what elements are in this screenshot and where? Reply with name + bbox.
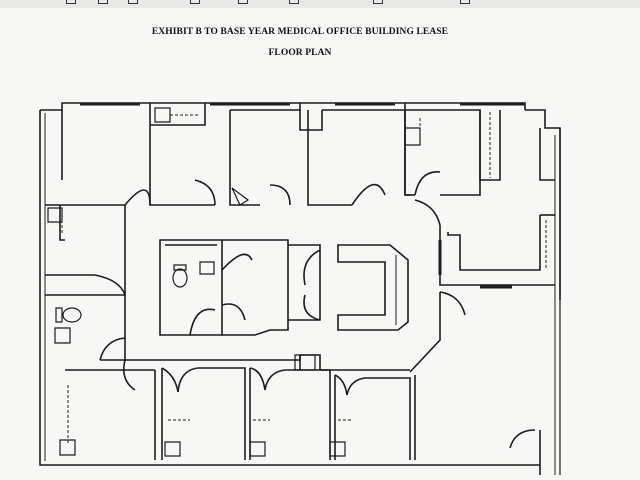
comment-icon[interactable] <box>238 0 248 4</box>
align-icon[interactable] <box>373 0 383 4</box>
document-page <box>0 8 640 480</box>
cursor-icon[interactable] <box>289 0 299 4</box>
text-icon[interactable] <box>98 0 108 4</box>
outer-wall-left-bottom <box>39 110 540 466</box>
format-icon[interactable] <box>190 0 200 4</box>
app-toolbar <box>0 0 640 8</box>
undo-icon[interactable] <box>128 0 138 4</box>
document-title: EXHIBIT B TO BASE YEAR MEDICAL OFFICE BU… <box>151 27 449 37</box>
document-subtitle: FLOOR PLAN <box>268 48 332 58</box>
share-icon[interactable] <box>460 0 470 4</box>
table-icon[interactable] <box>66 0 76 4</box>
